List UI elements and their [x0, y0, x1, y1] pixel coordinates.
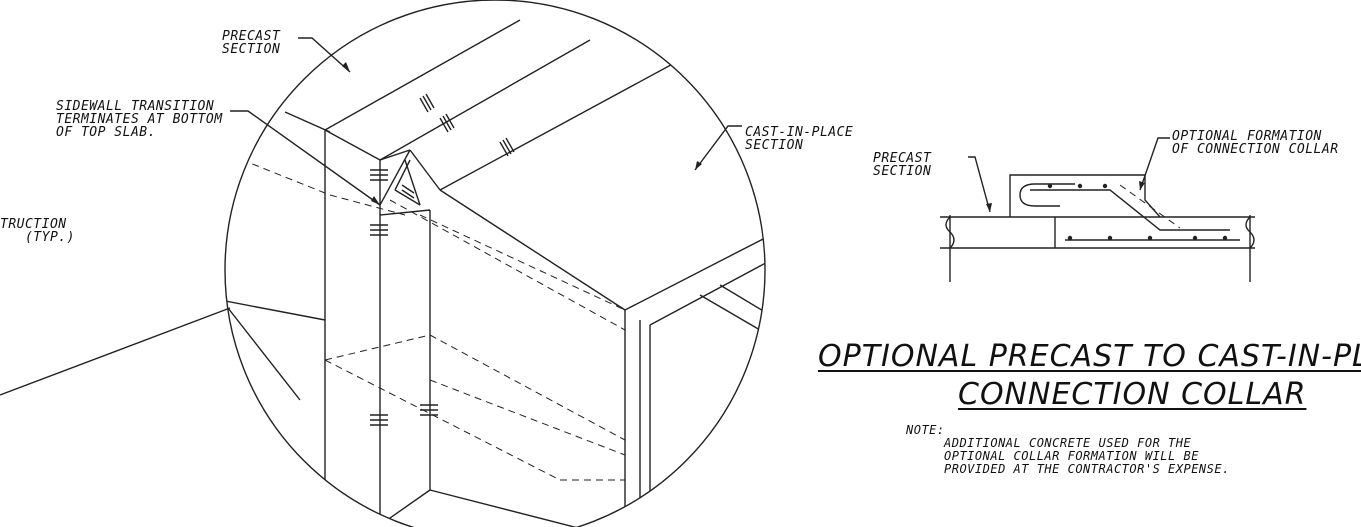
- label-sidewall-transition: SIDEWALL TRANSITION TERMINATES AT BOTTOM…: [56, 99, 223, 140]
- left-outside-structure: [0, 111, 331, 401]
- detail-circle: [224, 0, 766, 527]
- isometric-box-joint: [225, 0, 765, 527]
- detail-title-line1: OPTIONAL PRECAST TO CAST-IN-PLA: [818, 339, 1361, 374]
- detail-title-line2: CONNECTION COLLAR: [958, 377, 1307, 412]
- note-heading: NOTE:: [906, 423, 945, 437]
- label-cast-in-place-section: CAST-IN-PLACE SECTION: [745, 125, 854, 153]
- label-precast-section-detail: PRECAST SECTION: [873, 151, 932, 179]
- collar-section-detail: [940, 137, 1255, 282]
- main-leaders: [230, 37, 742, 206]
- label-precast-section: PRECAST SECTION: [222, 29, 281, 57]
- note-text: ADDITIONAL CONCRETE USED FOR THE OPTIONA…: [944, 436, 1230, 476]
- label-optional-formation: OPTIONAL FORMATION OF CONNECTION COLLAR: [1172, 129, 1339, 157]
- label-construction-partial: TRUCTION (TYP.): [0, 217, 75, 245]
